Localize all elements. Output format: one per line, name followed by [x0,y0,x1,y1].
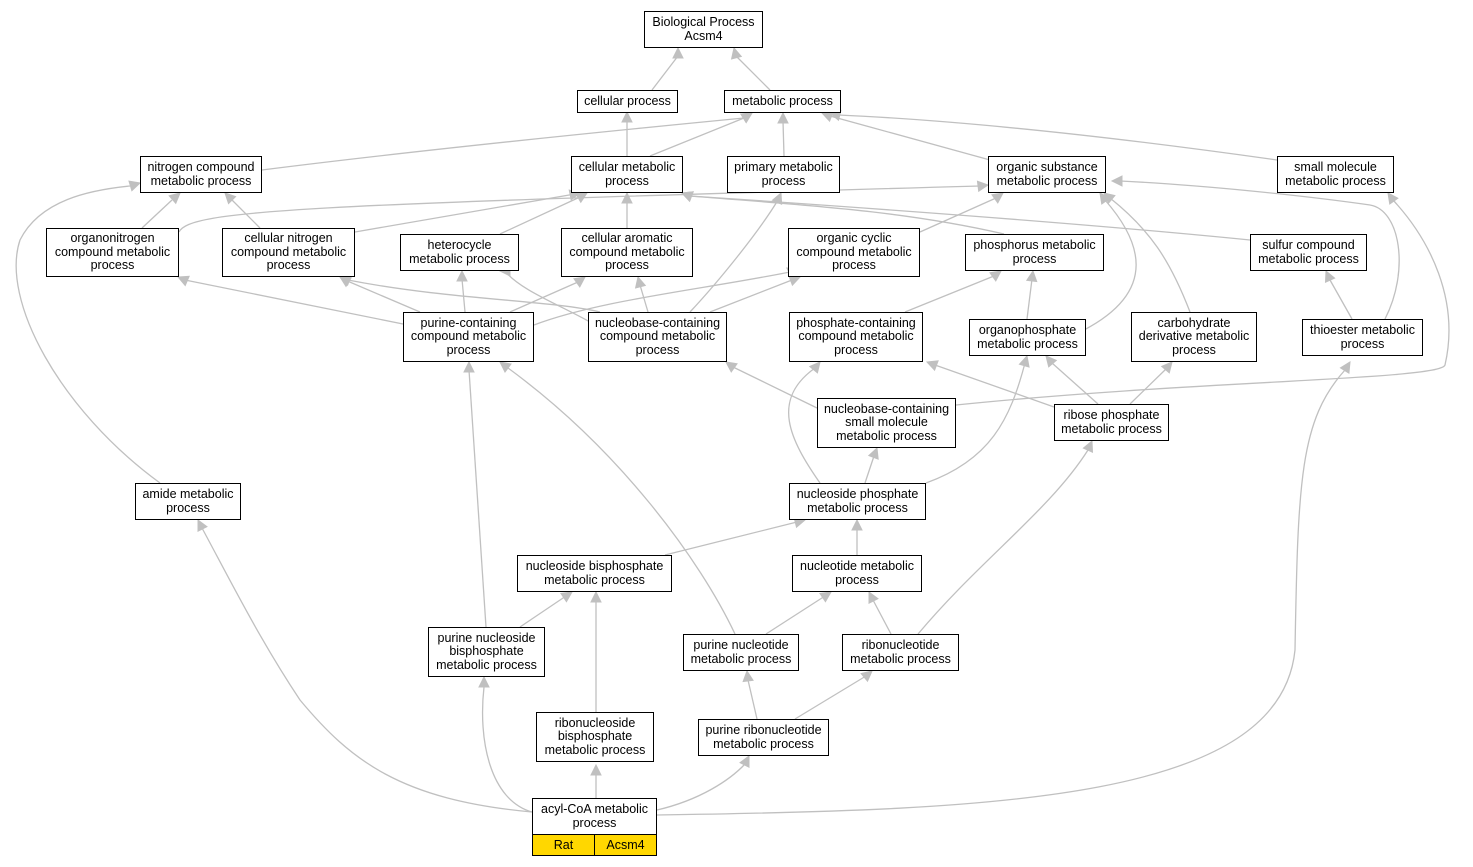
edge-purc-cellarom [509,276,586,313]
edge-acyl-thio [656,361,1351,816]
edge-purc-orgn [176,275,404,325]
edge-orgn-nitro [141,192,181,229]
edge-nsp-nbsmall [864,446,879,484]
node-cellular-metabolic[interactable]: cellular metabolic process [571,156,683,193]
edge-ribbis-nbp [590,590,602,712]
edge-acyl-ribbis [590,763,602,798]
edge-nucl-nsp [851,518,863,555]
node-cellular-aromatic[interactable]: cellular aromatic compound metabolic pro… [561,228,693,277]
edge-pnt-nucl [765,591,832,635]
edge-ribp-phc [925,360,1055,408]
node-organic-cyclic[interactable]: organic cyclic compound metabolic proces… [788,228,920,277]
node-organic-substance[interactable]: organic substance metabolic process [988,156,1106,193]
edge-thio-sulfur [1324,269,1353,320]
node-ribonucleotide[interactable]: ribonucleotide metabolic process [842,634,959,671]
node-purine-ribonucleotide[interactable]: purine ribonucleotide metabolic process [698,719,829,756]
node-amide[interactable]: amide metabolic process [135,483,241,520]
node-purine-nucleotide[interactable]: purine nucleotide metabolic process [683,634,799,671]
edge-nbsmall-nbc [725,361,818,409]
node-purine-containing[interactable]: purine-containing compound metabolic pro… [403,312,534,362]
edge-phc-phos [904,270,1002,313]
edge-celln-cellmet [354,189,582,233]
edge-metab-root [730,46,771,91]
node-cellular-nitrogen[interactable]: cellular nitrogen compound metabolic pro… [222,228,355,277]
node-purine-nucleoside-bis[interactable]: purine nucleoside bisphosphate metabolic… [428,627,545,677]
edge-nbp-nsp [664,516,807,556]
edge-nbsmall-small [955,192,1450,406]
node-nucleobase-small[interactable]: nucleobase-containing small molecule met… [817,398,956,448]
edge-cellproc-root [651,46,684,91]
edge-prnt-pnt [742,669,758,720]
edge-pnb-nbp [519,591,573,628]
edge-acyl-amide [197,519,533,813]
node-acyl-coa[interactable]: acyl-CoA metabolic process [532,798,657,835]
edge-ribnt-nucl [868,591,892,635]
node-nucleotide[interactable]: nucleotide metabolic process [792,555,922,592]
edge-purc-celln [339,276,421,313]
edge-nitro-metab [261,112,753,171]
edge-orgph-phos [1025,269,1038,320]
node-cellular-process[interactable]: cellular process [577,90,678,113]
edge-primary-metab [777,111,789,157]
edge-nbc-primary [689,191,783,313]
edge-ribp-carb [1129,361,1173,405]
node-organonitrogen[interactable]: organonitrogen compound metabolic proces… [46,228,179,277]
edge-celln-nitro [224,192,261,229]
edge-hetero-cellmet [499,192,588,235]
annotation-bar: Rat Acsm4 [532,834,657,856]
edge-prnt-ribnt [794,670,873,720]
edge-acyl-pnb [478,675,533,813]
node-phosphorus[interactable]: phosphorus metabolic process [965,234,1104,271]
node-root[interactable]: Biological Process Acsm4 [644,11,763,48]
edge-nbc-orgcyc [709,275,802,313]
node-nucleobase-containing[interactable]: nucleobase-containing compound metabolic… [588,312,727,362]
edge-ribnt-ribp [917,439,1094,635]
edge-nbc-cellarom [634,275,649,313]
edge-orgn-orgsub [178,180,990,233]
node-thioester[interactable]: thioester metabolic process [1302,319,1423,356]
node-organophosphate[interactable]: organophosphate metabolic process [969,319,1086,356]
edge-small-metab [828,109,1278,161]
edge-nsp-orgph [925,354,1030,484]
edge-amide-nitro [15,180,161,484]
node-heterocycle[interactable]: heterocycle metabolic process [400,234,519,271]
annotation-gene: Acsm4 [594,835,656,855]
edge-pnt-purc [499,361,736,635]
node-primary-metabolic[interactable]: primary metabolic process [727,156,840,193]
node-carbohydrate-derivative[interactable]: carbohydrate derivative metabolic proces… [1131,312,1257,362]
edge-cellarom-cellmet [621,191,633,228]
node-small-molecule[interactable]: small molecule metabolic process [1277,156,1394,193]
node-phosphate-containing[interactable]: phosphate-containing compound metabolic … [789,312,923,362]
node-ribose-phosphate[interactable]: ribose phosphate metabolic process [1054,404,1169,441]
annotation-species: Rat [553,838,574,852]
edge-cellmet-metab [649,112,753,157]
node-ribonucleoside-bis[interactable]: ribonucleoside bisphosphate metabolic pr… [536,712,654,762]
node-nitrogen-compound[interactable]: nitrogen compound metabolic process [140,156,262,193]
node-nucleoside-bisphosphate[interactable]: nucleoside bisphosphate metabolic proces… [517,555,672,592]
node-metabolic-process[interactable]: metabolic process [724,90,841,113]
edge-nsp-phc [788,361,821,484]
edge-carb-orgsub [1103,192,1191,313]
edge-pnb-purc [463,360,487,628]
edge-ribp-orgph [1045,355,1099,405]
edge-cellmet-cellproc [621,110,633,156]
node-sulfur[interactable]: sulfur compound metabolic process [1250,234,1367,271]
edge-purc-hetero [456,269,468,313]
edge-thio-orgsub [1110,175,1400,320]
edge-acyl-prnt [656,755,750,811]
node-nucleoside-phosphate[interactable]: nucleoside phosphate metabolic process [789,483,926,520]
